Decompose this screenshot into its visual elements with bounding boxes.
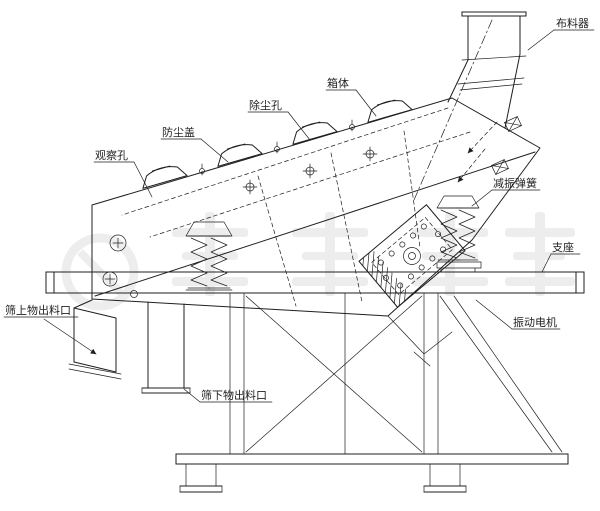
motor-hatching	[362, 249, 407, 308]
dust-covers	[138, 95, 413, 189]
observation-holes	[102, 234, 138, 298]
truss-legs	[229, 292, 563, 455]
base-frame	[175, 453, 569, 493]
damping-springs-right	[436, 195, 482, 273]
label-vibration-motor: 振动电机	[513, 315, 557, 329]
watermark	[61, 212, 575, 311]
label-box-body: 箱体	[327, 76, 349, 90]
screen-box	[91, 97, 541, 367]
flow-arrow	[457, 148, 486, 183]
flow-arrow	[467, 121, 498, 154]
side-holes	[242, 146, 378, 195]
dust-holes	[199, 119, 355, 179]
label-feeder: 布料器	[556, 16, 589, 30]
leader-lines	[3, 29, 595, 403]
label-observation-hole: 观察孔	[95, 148, 128, 162]
discharge-funnel	[387, 315, 453, 355]
undersize-outlet-chute	[141, 301, 191, 394]
right-edge-bracket	[491, 159, 509, 175]
label-undersize-outlet: 筛下物出料口	[201, 388, 267, 402]
part-labels: 观察孔 防尘盖 除尘孔 箱体 布料器 减振弹簧 支座 振动电机 筛上物出料口 筛…	[5, 16, 589, 402]
label-support: 支座	[552, 240, 574, 254]
support-platform	[45, 271, 585, 294]
motor-flange-bolts	[377, 223, 447, 289]
deck-line	[94, 151, 536, 297]
label-damping-spring: 减振弹簧	[493, 176, 537, 190]
feed-chute	[413, 11, 527, 201]
chute-centerline	[413, 19, 493, 201]
label-dust-removal-hole: 除尘孔	[249, 98, 282, 112]
damping-springs-left	[185, 221, 233, 291]
label-dust-cover: 防尘盖	[162, 125, 195, 139]
oversize-outlet-chute	[68, 299, 122, 380]
right-edge-bracket	[504, 116, 522, 132]
label-oversize-outlet: 筛上物出料口	[5, 303, 71, 317]
